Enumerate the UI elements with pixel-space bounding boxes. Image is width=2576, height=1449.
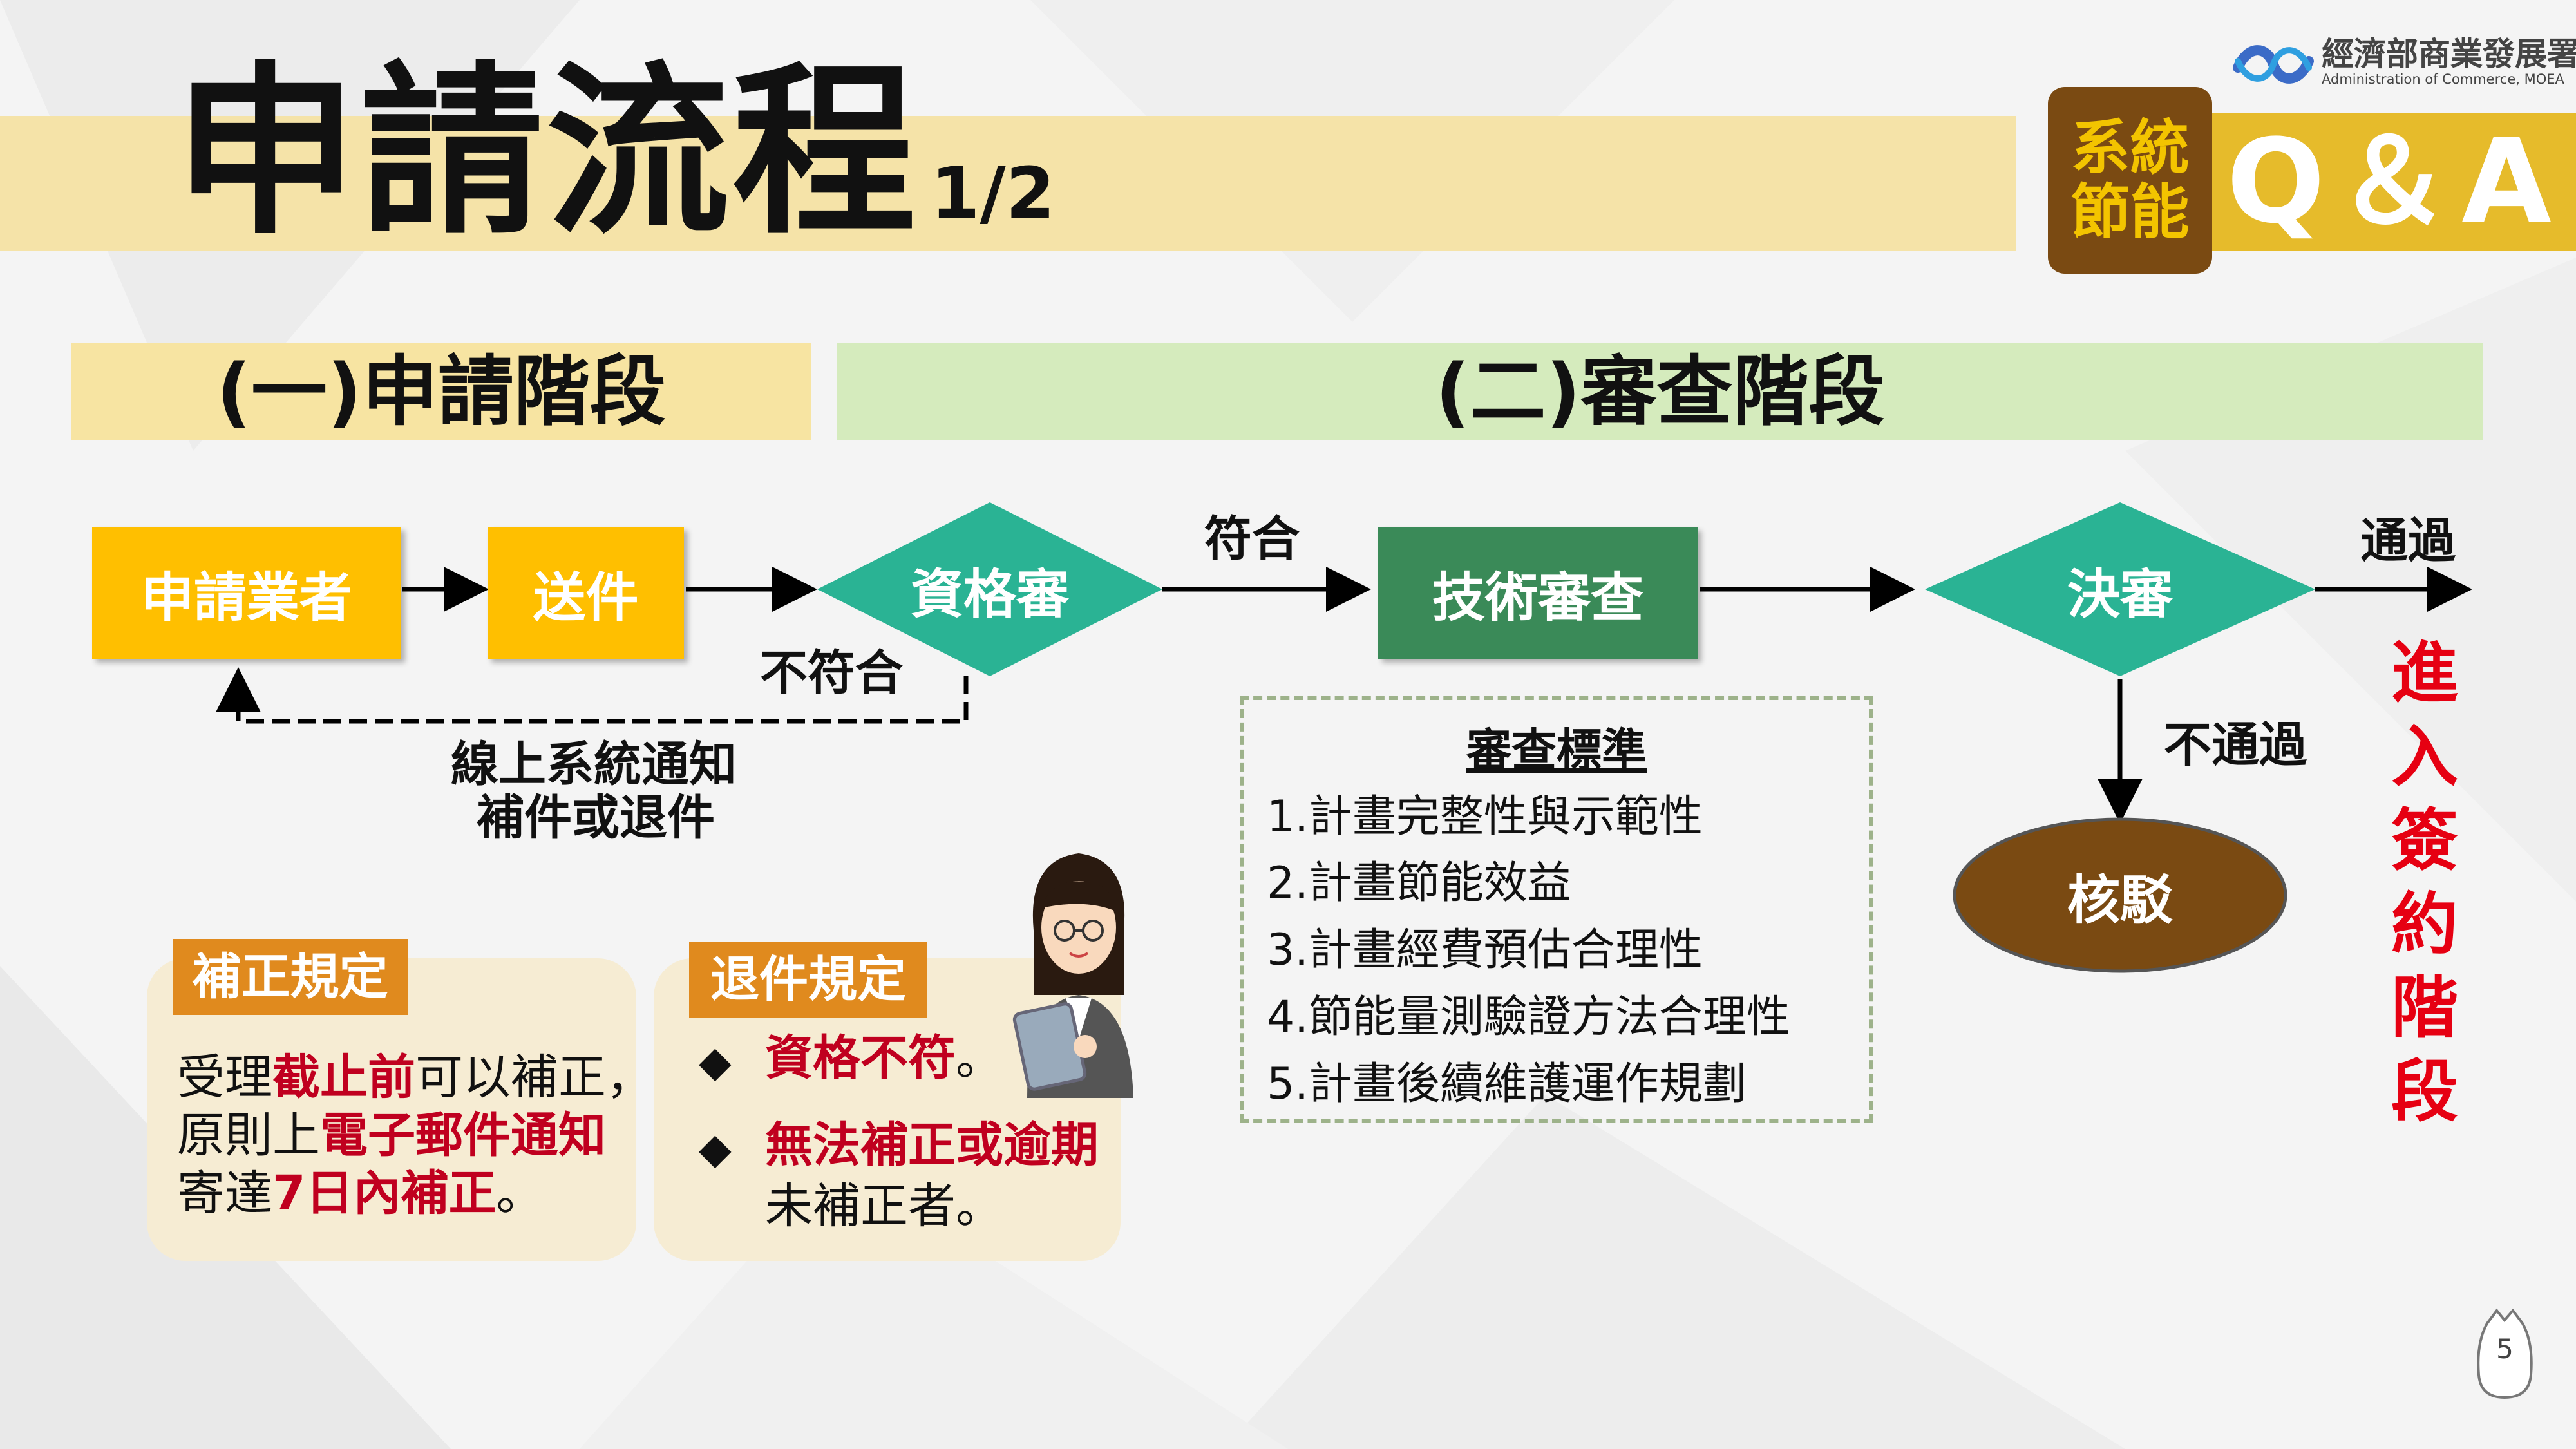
person-with-tablet-icon bbox=[1012, 853, 1133, 1098]
tech-review-node: 技術審查 bbox=[1378, 527, 1698, 659]
review-criteria-box: 審查標準 1.計畫完整性與示範性 2.計畫節能效益 3.計畫經費預估合理性 4.… bbox=[1240, 696, 1873, 1123]
title-band bbox=[0, 116, 2016, 251]
label-not-meet: 不符合 bbox=[760, 645, 903, 701]
criteria-item: 1.計畫完整性與示範性 bbox=[1267, 791, 1703, 842]
diamond-bullet-icon: ◆ bbox=[699, 1037, 732, 1086]
final-review-node: 決審 bbox=[2067, 564, 2173, 625]
logo-name-zh: 經濟部商業發展署 bbox=[2322, 35, 2576, 73]
criteria-title: 審查標準 bbox=[1466, 724, 1647, 777]
page-number: 5 bbox=[2496, 1333, 2514, 1365]
criteria-item: 3.計畫經費預估合理性 bbox=[1267, 925, 1703, 976]
reject-node: 核駁 bbox=[2067, 869, 2173, 931]
stage-review-header: (二)審查階段 bbox=[837, 343, 2483, 440]
stage-apply-header: (一)申請階段 bbox=[71, 343, 811, 440]
reject-ellipse bbox=[1953, 817, 2287, 973]
final-review-diamond bbox=[1925, 502, 2315, 676]
moea-logo-icon bbox=[2233, 45, 2314, 84]
qa-label: Q＆A bbox=[2212, 113, 2576, 251]
page-number-badge bbox=[2477, 1308, 2533, 1399]
diamond-bullet-icon: ◆ bbox=[699, 1124, 732, 1173]
criteria-item: 5.計畫後續維護運作規劃 bbox=[1267, 1059, 1747, 1110]
return-rules-tag: 退件規定 bbox=[689, 942, 927, 1018]
logo-name-en: Administration of Commerce, MOEA bbox=[2322, 71, 2564, 87]
return-bullet2-line2: 未補正者。 bbox=[765, 1179, 1003, 1234]
badge-line2: 節能 bbox=[2070, 178, 2190, 247]
return-bullet1: 資格不符。 bbox=[765, 1030, 1003, 1086]
qualification-node: 資格審 bbox=[910, 564, 1069, 625]
criteria-item: 4.節能量測驗證方法合理性 bbox=[1267, 992, 1790, 1043]
page-indicator: 1/2 bbox=[931, 152, 1056, 234]
notify-line2: 補件或退件 bbox=[477, 790, 715, 846]
moea-logo: 經濟部商業發展署 Administration of Commerce, MOE… bbox=[2231, 35, 2576, 93]
supplement-line3: 寄達7日內補正。 bbox=[177, 1166, 544, 1221]
label-pass: 通過 bbox=[2360, 513, 2456, 569]
enter-contract-stage: 進 入 簽 約 階 段 bbox=[2391, 634, 2458, 1131]
supplement-rules-tag: 補正規定 bbox=[173, 939, 408, 1015]
badge-line1: 系統 bbox=[2070, 113, 2190, 182]
return-bullet2: 無法補正或逾期 bbox=[765, 1117, 1099, 1173]
notify-line1: 線上系統通知 bbox=[451, 737, 737, 792]
submit-node: 送件 bbox=[488, 527, 684, 659]
label-fail: 不通過 bbox=[2164, 717, 2307, 773]
page-title: 申請流程 bbox=[174, 46, 918, 260]
supplement-line2: 原則上電子郵件通知 bbox=[177, 1108, 606, 1163]
criteria-item: 2.計畫節能效益 bbox=[1267, 858, 1571, 909]
qualification-diamond bbox=[817, 502, 1162, 676]
supplement-line1: 受理截止前可以補正， bbox=[177, 1050, 654, 1105]
system-energy-badge: 系統 節能 bbox=[2048, 87, 2212, 274]
label-meet: 符合 bbox=[1204, 511, 1300, 567]
applicant-node: 申請業者 bbox=[92, 527, 401, 659]
